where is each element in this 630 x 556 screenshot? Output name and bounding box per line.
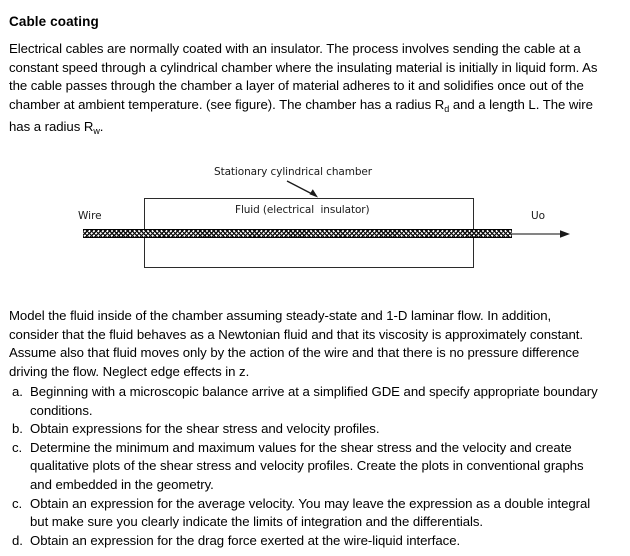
list-item-text: Beginning with a microscopic balance arr… [30,384,598,418]
list-item: b. Obtain expressions for the shear stre… [9,420,609,439]
wire-hatched-band [83,229,512,238]
intro-paragraph: Electrical cables are normally coated wi… [9,40,601,141]
list-item: c. Obtain an expression for the average … [9,495,609,532]
flow-direction-arrow [510,230,570,238]
list-item-marker: c. [12,439,23,455]
page-title: Cable coating [9,14,99,29]
list-item-marker: b. [12,421,23,437]
velocity-uo-label: Uo [531,210,546,222]
list-item-marker: a. [12,384,23,399]
intro-paragraph-middle: and a length L. The wire has a radius R [9,96,593,135]
list-item-text: Obtain expressions for the shear stress … [30,421,380,437]
chamber-caption-label: Stationary cylindrical chamber [214,166,373,178]
task-list: a. Beginning with a microscopic balance … [9,383,609,550]
wire-radius-subscript: w [93,126,100,137]
list-item-marker: d. [12,532,23,548]
list-item-text: Determine the minimum and maximum values… [30,439,584,492]
list-item: d. Obtain an expression for the drag for… [9,532,609,551]
wire-label: Wire [78,210,102,222]
list-item-text: Obtain an expression for the average vel… [30,495,591,530]
list-item-text: Obtain an expression for the drag force … [30,532,461,548]
caption-pointer-arrow [286,180,318,198]
list-item: c. Determine the minimum and maximum val… [9,439,609,495]
model-paragraph: Model the fluid inside of the chamber as… [9,308,583,379]
intro-paragraph-text: Electrical cables are normally coated wi… [9,41,598,112]
list-item: a. Beginning with a microscopic balance … [9,383,609,420]
intro-paragraph-end: . [99,119,104,135]
chamber-radius-subscript: d [444,103,450,114]
cable-coating-figure: Stationary cylindrical chamber Fluid (el… [0,150,630,295]
list-item-marker: c. [12,495,23,511]
fluid-region-label: Fluid (electrical insulator) [235,204,370,216]
